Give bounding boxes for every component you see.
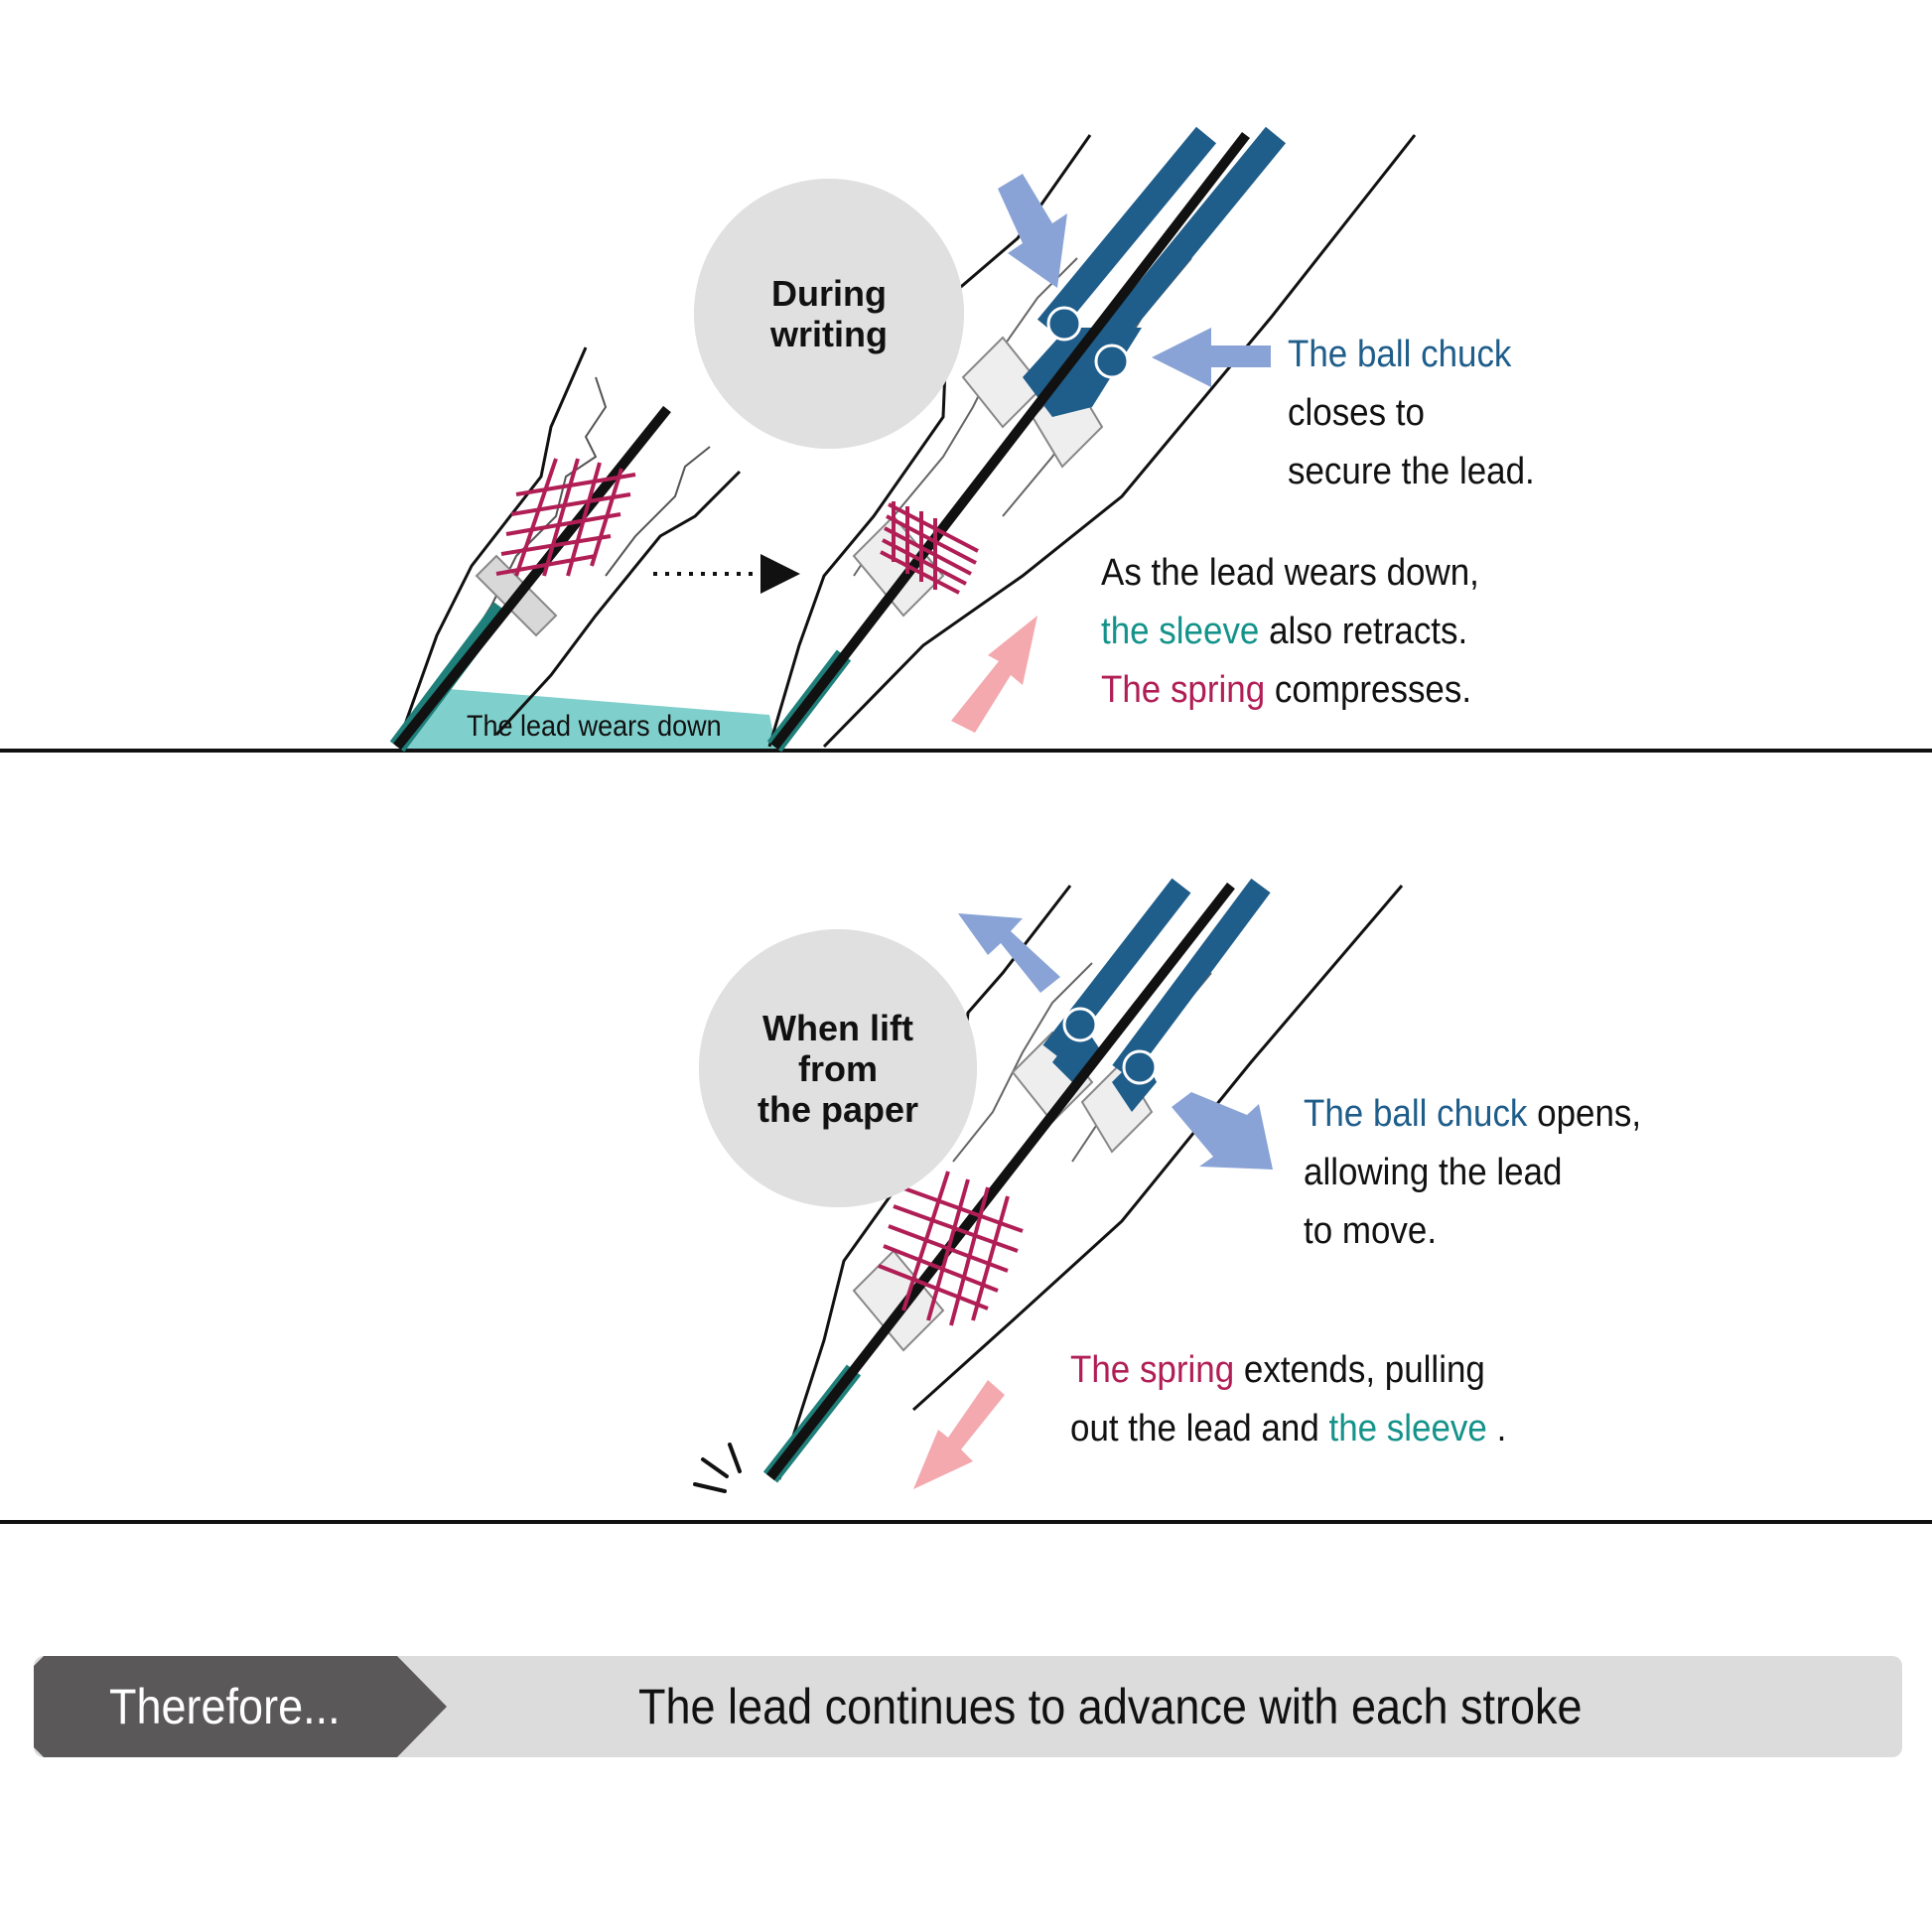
- chuck-highlight: The ball chuck: [1288, 334, 1512, 375]
- blue-inward-arrow-icon: [1152, 328, 1271, 387]
- spring-note-start: out the lead and: [1070, 1408, 1329, 1449]
- bubble-line: the paper: [757, 1088, 919, 1130]
- sleeve-retract-note: As the lead wears down, the sleeve also …: [1101, 544, 1479, 720]
- sleeve-highlight: the sleeve: [1101, 611, 1260, 652]
- chuck-note-line: allowing the lead: [1304, 1152, 1563, 1193]
- sleeve-highlight: the sleeve: [1328, 1408, 1487, 1449]
- chuck-note-line: closes to: [1288, 392, 1425, 434]
- spring-note-rest: compresses.: [1265, 669, 1472, 711]
- chuck-note-closes: The ball chuck closes to secure the lead…: [1288, 326, 1535, 501]
- pink-down-arrow-icon: [913, 1380, 1005, 1489]
- blue-inward-arrow-icon: [998, 174, 1067, 288]
- sleeve-note-rest: also retracts.: [1259, 611, 1468, 652]
- bubble-line: writing: [770, 314, 888, 354]
- spring-note-end: .: [1486, 1408, 1507, 1449]
- pencil-tip-lift: [762, 878, 1404, 1483]
- bubble-during-writing: During writing: [694, 179, 964, 449]
- chuck-note-line: to move.: [1304, 1210, 1438, 1252]
- lead-wear-label: The lead wears down: [467, 710, 722, 743]
- spring-note-rest: extends, pulling: [1234, 1349, 1485, 1391]
- chuck-note-rest: opens,: [1527, 1093, 1642, 1135]
- chuck-note-opens: The ball chuck opens, allowing the lead …: [1304, 1085, 1641, 1261]
- bubble-line: During: [771, 273, 887, 314]
- bubble-line: When lift: [762, 1007, 913, 1048]
- bubble-when-lift: When lift from the paper: [699, 929, 977, 1207]
- blue-outward-arrow-icon: [1172, 1092, 1273, 1170]
- click-sound-icon: [693, 1443, 742, 1493]
- blue-outward-arrow-icon: [958, 913, 1060, 993]
- chuck-highlight: The ball chuck: [1304, 1093, 1528, 1135]
- spring-extend-note: The spring extends, pulling out the lead…: [1070, 1341, 1506, 1458]
- pencil-tip-during: [766, 126, 1417, 753]
- sleeve-note-line: As the lead wears down,: [1101, 552, 1479, 594]
- banner-message: The lead continues to advance with each …: [638, 1679, 1583, 1734]
- banner-tag-label: Therefore...: [109, 1679, 341, 1734]
- spring-highlight: The spring: [1101, 669, 1266, 711]
- chuck-note-line: secure the lead.: [1288, 451, 1535, 492]
- pink-up-arrow-icon: [951, 616, 1037, 733]
- banner-tag: [34, 1656, 447, 1757]
- spring-highlight: The spring: [1070, 1349, 1235, 1391]
- pencil-tip-before: [389, 346, 742, 753]
- bubble-line: from: [797, 1047, 878, 1089]
